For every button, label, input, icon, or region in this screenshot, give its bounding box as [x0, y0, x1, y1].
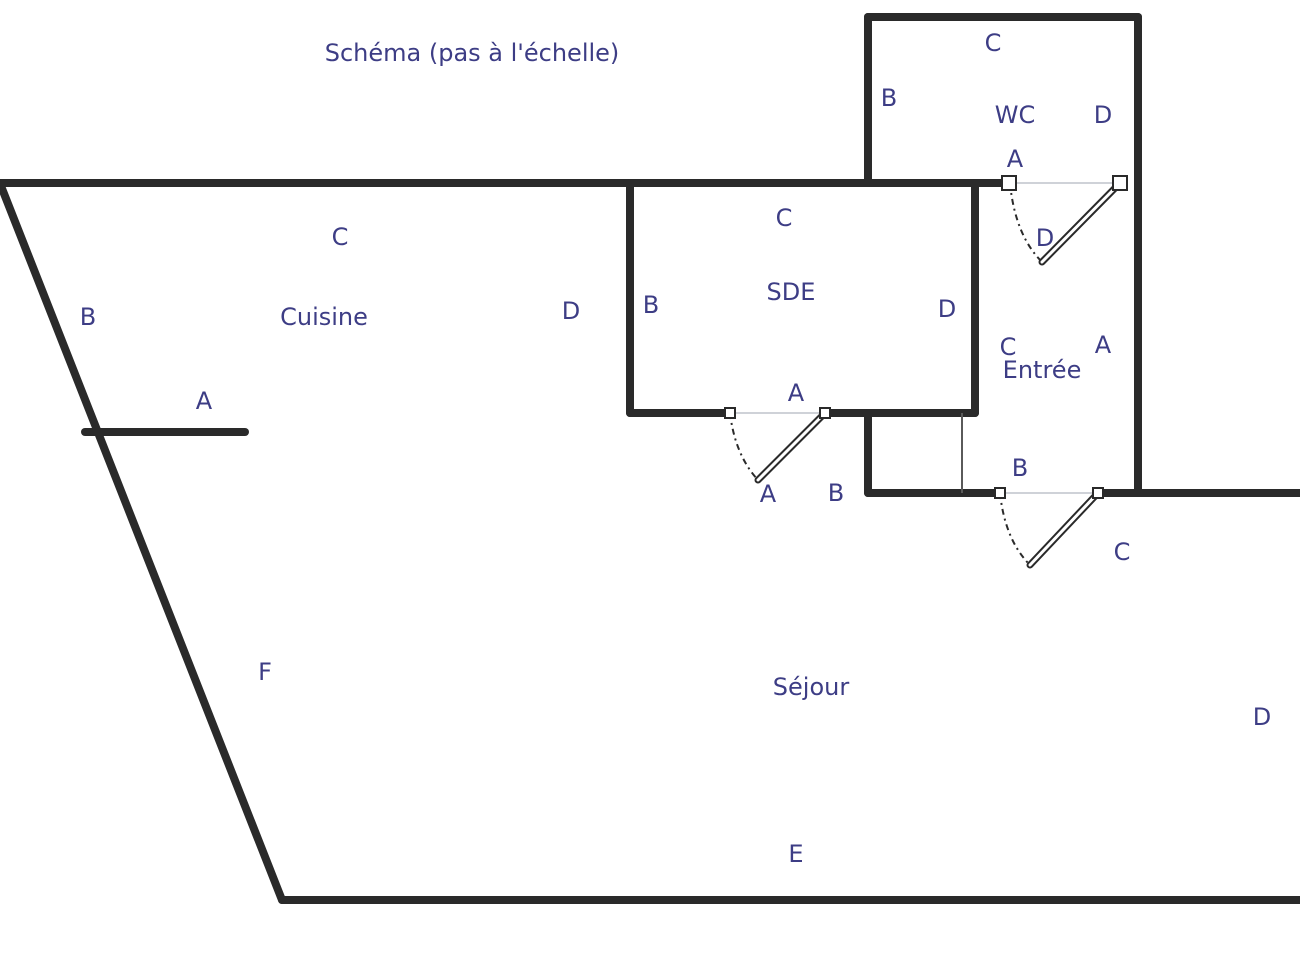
- wall-label: D: [562, 297, 580, 325]
- wall-label: B: [643, 291, 659, 319]
- sde-door: [724, 407, 831, 484]
- room-label-wc: WC: [995, 101, 1036, 129]
- wall-label: B: [80, 303, 96, 331]
- plan-title: Schéma (pas à l'échelle): [325, 39, 620, 67]
- wc-door: [1001, 175, 1128, 266]
- wall-label: A: [1095, 331, 1112, 359]
- wall-label: B: [1012, 454, 1028, 482]
- wall-label: C: [332, 223, 349, 251]
- wall-label: A: [1007, 145, 1024, 173]
- wall-label: C: [1000, 333, 1017, 361]
- slanted-left-wall: [0, 182, 286, 904]
- wall-label: B: [828, 479, 844, 507]
- wall-label: F: [258, 658, 272, 686]
- walls: [0, 13, 1300, 904]
- wall-label: D: [1253, 703, 1271, 731]
- wall-label: A: [788, 379, 805, 407]
- entree-door: [994, 487, 1104, 569]
- wall-label: C: [985, 29, 1002, 57]
- wall-label: D: [938, 295, 956, 323]
- wall-label: C: [776, 204, 793, 232]
- room-label-cuisine: Cuisine: [280, 303, 368, 331]
- wall-label: C: [1114, 538, 1131, 566]
- room-label-sde: SDE: [767, 278, 816, 306]
- wall-label: A: [196, 387, 213, 415]
- wall-label: A: [760, 480, 777, 508]
- wall-label: E: [788, 840, 803, 868]
- room-label-entree: Entrée: [1003, 356, 1082, 384]
- wall-label: D: [1094, 101, 1112, 129]
- room-label-sejour: Séjour: [773, 673, 850, 701]
- wall-label: D: [1036, 224, 1054, 252]
- wall-label: B: [881, 84, 897, 112]
